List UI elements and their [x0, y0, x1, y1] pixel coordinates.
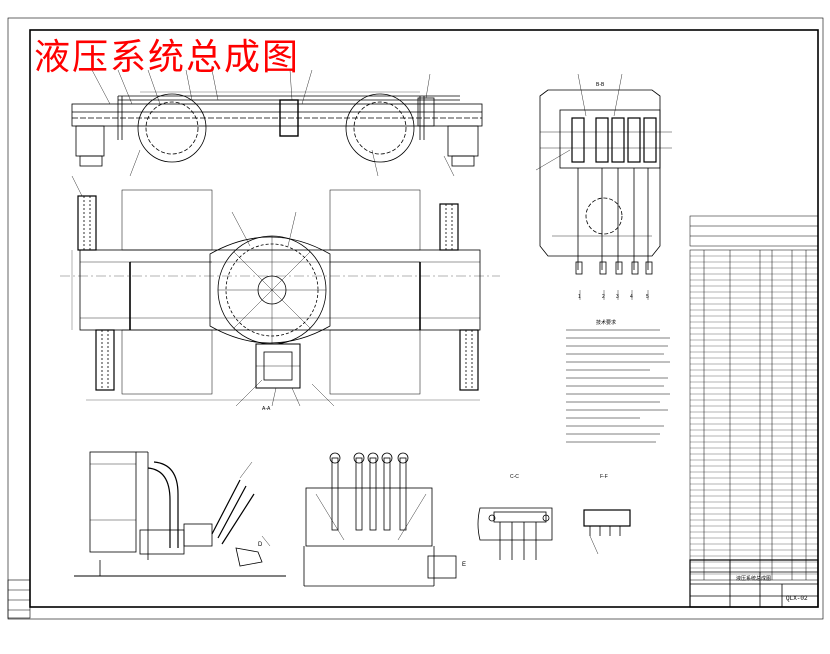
detail-view-left [477, 507, 553, 560]
view-mark-main: A-A [262, 406, 271, 412]
view-mark-bottom-right: F-F [600, 474, 608, 480]
tech-requirements [566, 329, 670, 443]
valve-block-view [535, 73, 672, 300]
drawing-number: QLX-02 [786, 595, 808, 602]
operator-station-view [74, 451, 286, 577]
drawing-title: 液压系统总成图 [34, 37, 301, 78]
view-mark-side-right: C-C [510, 474, 519, 480]
tech-requirements-title: 技术要求 [596, 319, 616, 326]
binding-strip [7, 579, 31, 619]
lever-number-2: 2 [602, 294, 605, 300]
view-mark-side-top: B-B [596, 82, 605, 88]
view-labels: A-A B-B C-C D E F-F 1 2 3 4 5 技术要求 液压系统总… [258, 82, 771, 582]
side-view-chassis [71, 69, 483, 177]
lever-number-1: 1 [578, 294, 581, 300]
lever-number-3: 3 [616, 294, 619, 300]
lever-number-5: 5 [646, 294, 649, 300]
outer-border [7, 17, 824, 620]
detail-view-right [583, 509, 631, 555]
view-mark-bottom-mid: E [462, 562, 466, 568]
lever-number-4: 4 [630, 294, 633, 300]
plan-view [60, 175, 500, 407]
parts-table [689, 215, 819, 581]
view-mark-bottom-left: D [258, 542, 263, 548]
title-block [689, 559, 819, 608]
parts-table-rows [690, 255, 818, 575]
lever-panel-view [303, 452, 457, 587]
title-block-name: 液压系统总成图 [736, 575, 771, 582]
